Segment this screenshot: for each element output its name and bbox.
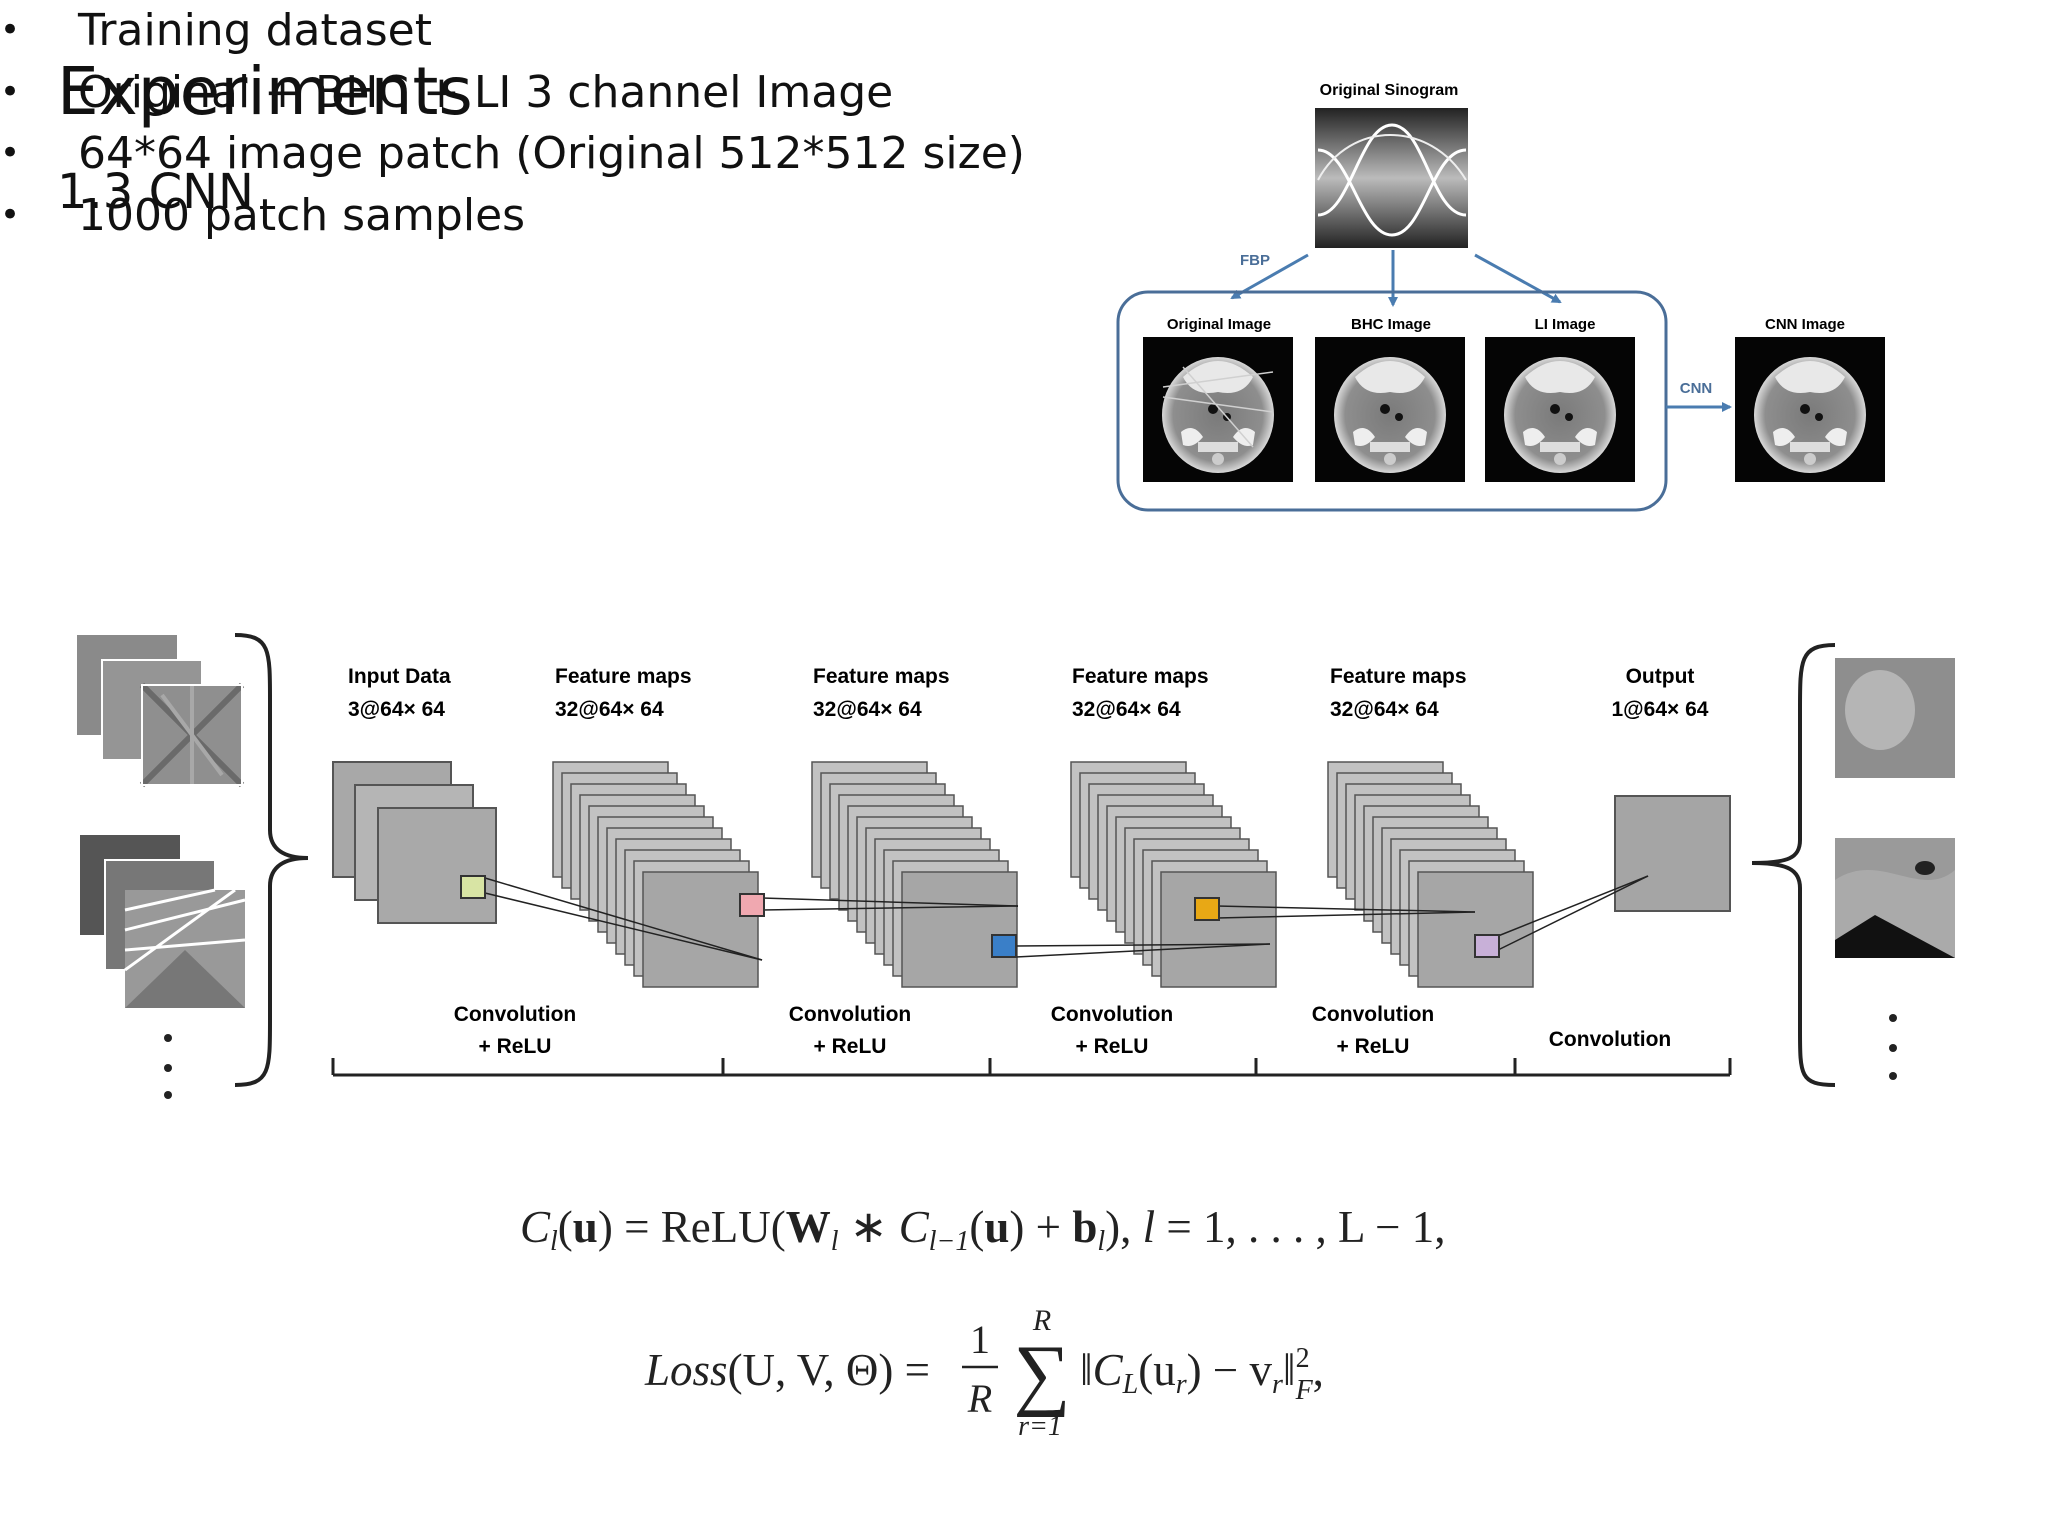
equation-loss: Loss(U, V, Θ) = 1 R R ∑ r=1 ‖CL(ur) − vr… <box>644 1304 1324 1442</box>
cnn-image-label: CNN Image <box>1765 316 1845 333</box>
stage-axis <box>333 1058 1730 1075</box>
fbp-label: FBP <box>1240 252 1270 269</box>
layer-dims: 1@64× 64 <box>1612 698 1709 721</box>
stage-label: Convolution <box>1549 1028 1671 1051</box>
li-image-label: LI Image <box>1535 316 1596 333</box>
cnn-arrow-label: CNN <box>1680 380 1713 397</box>
equation-convolution: Cl(u) = ReLU(Wl ∗ Cl−1(u) + bl), l = 1, … <box>520 1202 1445 1257</box>
sum-symbol: ∑ <box>1013 1330 1070 1418</box>
feature-map-stack <box>812 762 1017 987</box>
stage-label: Convolution <box>454 1003 576 1026</box>
sinogram-label: Original Sinogram <box>1320 82 1459 99</box>
stage-sublabel: + ReLU <box>1076 1035 1149 1058</box>
bhc-image-label: BHC Image <box>1351 316 1431 333</box>
fraction-numerator: 1 <box>970 1317 990 1362</box>
original-ct-image <box>1143 337 1293 482</box>
right-brace-icon <box>1752 645 1835 1085</box>
layer-dims: 3@64× 64 <box>348 698 445 721</box>
stage-sublabel: + ReLU <box>814 1035 887 1058</box>
arrow-to-li <box>1475 255 1560 302</box>
output-map <box>1615 796 1730 911</box>
kernel-square <box>740 894 764 916</box>
left-brace-icon <box>235 635 308 1085</box>
feature-map <box>1161 872 1276 987</box>
stage-sublabel: + ReLU <box>1337 1035 1410 1058</box>
output-patch-stack <box>1835 658 1955 1080</box>
layer-title: Feature maps <box>813 665 950 688</box>
kernel-square <box>992 935 1016 957</box>
stage-label: Convolution <box>1051 1003 1173 1026</box>
layer-title: Feature maps <box>555 665 692 688</box>
feature-map <box>902 872 1017 987</box>
sinogram-image <box>1315 108 1468 248</box>
kernel-square <box>1195 898 1219 920</box>
feature-map-stack <box>553 762 758 987</box>
layer-title: Input Data <box>348 665 451 688</box>
layer-title: Feature maps <box>1330 665 1467 688</box>
bhc-ct-image <box>1315 337 1465 482</box>
input-patch-stack <box>77 635 245 1099</box>
equations: Cl(u) = ReLU(Wl ∗ Cl−1(u) + bl), l = 1, … <box>520 1202 1445 1442</box>
layer-dims: 32@64× 64 <box>1330 698 1439 721</box>
feature-map-stack <box>1328 762 1533 987</box>
kernel-square <box>1475 935 1499 957</box>
stage-label: Convolution <box>1312 1003 1434 1026</box>
layer-title: Output <box>1626 665 1695 688</box>
layer-title: Feature maps <box>1072 665 1209 688</box>
cnn-architecture: Input Data 3@64× 64 Feature maps 32@64× … <box>77 635 1955 1099</box>
layer-dims: 32@64× 64 <box>1072 698 1181 721</box>
kernel-square <box>461 876 485 898</box>
reconstruction-pipeline: Original Sinogram FBP Original Image BHC… <box>1118 82 1885 510</box>
original-image-label: Original Image <box>1167 316 1271 333</box>
sum-lower-limit: r=1 <box>1018 1411 1062 1442</box>
cnn-ct-image <box>1735 337 1885 482</box>
layer-dims: 32@64× 64 <box>555 698 664 721</box>
li-ct-image <box>1485 337 1635 482</box>
stage-sublabel: + ReLU <box>479 1035 552 1058</box>
layer-dims: 32@64× 64 <box>813 698 922 721</box>
fraction-denominator: R <box>967 1376 992 1421</box>
loss-lhs: Loss(U, V, Θ) = <box>644 1345 930 1395</box>
stage-label: Convolution <box>789 1003 911 1026</box>
